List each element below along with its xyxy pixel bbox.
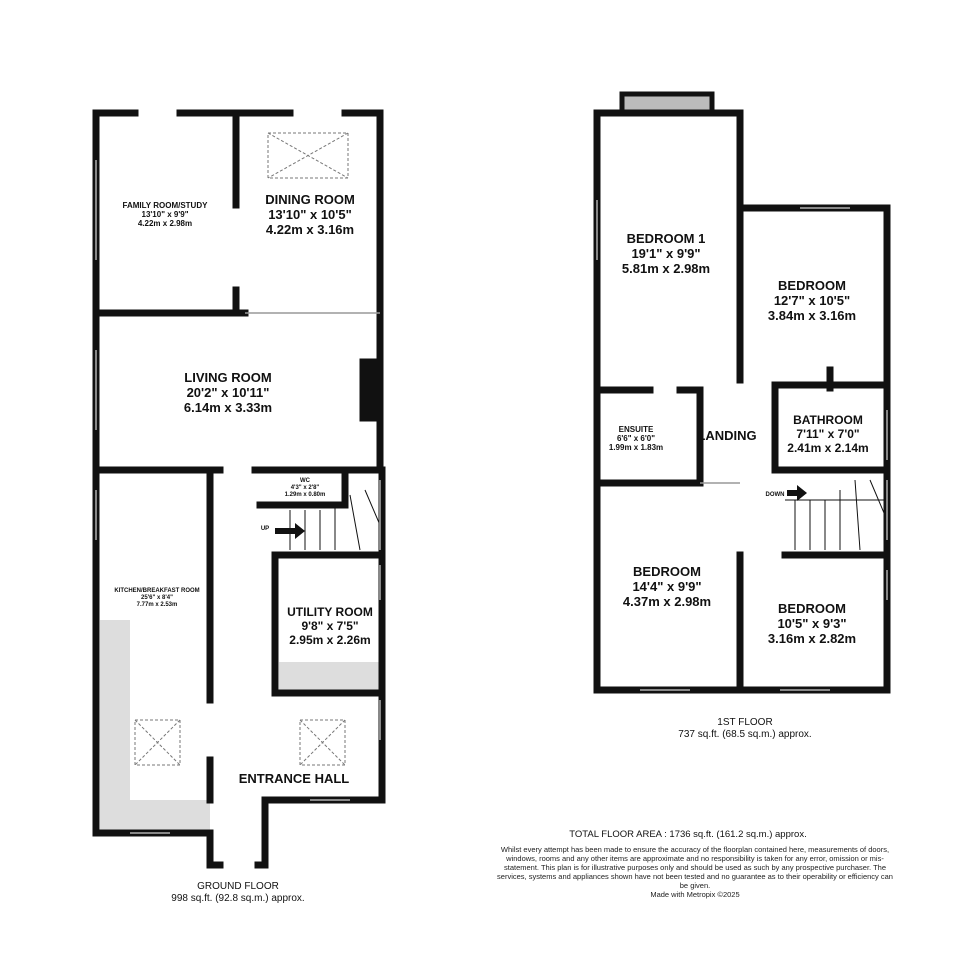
room-kitchen: KITCHEN/BREAKFAST ROOM 25'6" x 8'4" 7.77… [114, 588, 199, 609]
first-floor-caption: 1ST FLOOR 737 sq.ft. (68.5 sq.m.) approx… [678, 717, 811, 740]
room-name: BEDROOM [778, 278, 846, 293]
floor-area: 998 sq.ft. (92.8 sq.m.) approx. [171, 892, 305, 904]
fixtures [100, 91, 715, 830]
room-imperial: 9'8" x 7'5" [301, 618, 359, 633]
room-name: BATHROOM [793, 413, 863, 427]
room-entrance-hall: ENTRANCE HALL [238, 771, 350, 787]
room-living-room: LIVING ROOM 20'2" x 10'11" 6.14m x 3.33m [183, 370, 273, 416]
room-imperial: 19'1" x 9'9" [631, 245, 701, 261]
room-ensuite: ENSUITE 6'6" x 6'0" 1.99m x 1.83m [609, 425, 663, 453]
room-metric: 3.16m x 2.82m [767, 630, 857, 646]
room-name: FAMILY ROOM/STUDY [122, 201, 208, 210]
room-bedroom-4: BEDROOM 10'5" x 9'3" 3.16m x 2.82m [767, 601, 857, 647]
floor-area: 737 sq.ft. (68.5 sq.m.) approx. [678, 728, 812, 740]
room-bathroom: BATHROOM 7'11" x 7'0" 2.41m x 2.14m [787, 413, 869, 455]
room-bedroom-3: BEDROOM 14'4" x 9'9" 4.37m x 2.98m [622, 564, 712, 610]
room-bedroom-2: BEDROOM 12'7" x 10'5" 3.84m x 3.16m [767, 278, 857, 324]
room-landing: LANDING [697, 428, 757, 443]
room-imperial: 10'5" x 9'3" [777, 615, 847, 631]
kitchen-counter-bottom [100, 800, 210, 830]
room-metric: 2.41m x 2.14m [787, 440, 869, 455]
room-metric: 5.81m x 2.98m [621, 260, 711, 276]
room-name: BEDROOM 1 [626, 231, 706, 246]
room-metric: 4.22m x 2.98m [137, 219, 193, 229]
room-name: LIVING ROOM [184, 370, 272, 385]
floor-title: GROUND FLOOR [197, 881, 279, 892]
room-name: ENTRANCE HALL [238, 771, 350, 786]
room-name: ENSUITE [618, 425, 654, 434]
room-imperial: 6'6" x 6'0" [616, 434, 656, 444]
disclaimer-text: Whilst every attempt has been made to en… [497, 845, 893, 890]
room-metric: 6.14m x 3.33m [183, 399, 273, 415]
room-imperial: 4'3" x 2'8" [290, 484, 320, 491]
down-arrow-icon [787, 485, 807, 501]
utility-counter [279, 662, 379, 690]
room-metric: 7.77m x 2.53m [136, 601, 178, 608]
room-imperial: 25'6" x 8'4" [141, 594, 173, 601]
room-metric: 3.84m x 3.16m [767, 307, 857, 323]
room-metric: 4.37m x 2.98m [622, 593, 712, 609]
room-imperial: 13'10" x 9'9" [141, 210, 189, 220]
room-name: BEDROOM [633, 564, 701, 579]
room-wc: WC 4'3" x 2'8" 1.29m x 0.80m [285, 478, 326, 499]
walls [92, 109, 891, 869]
light-walls [245, 312, 740, 484]
disclaimer: Whilst every attempt has been made to en… [495, 845, 895, 899]
room-metric: 1.99m x 1.83m [608, 443, 664, 453]
room-bedroom-1: BEDROOM 1 19'1" x 9'9" 5.81m x 2.98m [621, 231, 711, 277]
room-name: UTILITY ROOM [287, 605, 373, 619]
room-family-room: FAMILY ROOM/STUDY 13'10" x 9'9" 4.22m x … [123, 201, 208, 229]
room-name: WC [299, 478, 310, 484]
credit-text: Made with Metropix ©2025 [650, 890, 740, 899]
stairs-up-label: UP [260, 526, 270, 532]
ground-floor-caption: GROUND FLOOR 998 sq.ft. (92.8 sq.m.) app… [171, 881, 304, 904]
room-metric: 4.22m x 3.16m [265, 221, 355, 237]
kitchen-counter-side [100, 620, 130, 830]
room-name: KITCHEN/BREAKFAST ROOM [114, 588, 200, 594]
skylights [134, 132, 349, 766]
windows [95, 160, 888, 834]
total-floor-area: TOTAL FLOOR AREA : 1736 sq.ft. (161.2 sq… [569, 829, 807, 840]
room-imperial: 13'10" x 10'5" [268, 206, 352, 222]
stairs-down-label: DOWN [765, 492, 785, 498]
room-name: DINING ROOM [265, 192, 355, 207]
room-dining-room: DINING ROOM 13'10" x 10'5" 4.22m x 3.16m [265, 192, 355, 238]
room-utility-room: UTILITY ROOM 9'8" x 7'5" 2.95m x 2.26m [287, 605, 373, 647]
room-imperial: 20'2" x 10'11" [186, 384, 270, 400]
room-imperial: 14'4" x 9'9" [632, 578, 702, 594]
floor-title: 1ST FLOOR [717, 717, 773, 728]
room-metric: 1.29m x 0.80m [284, 491, 326, 498]
room-name: BEDROOM [778, 601, 846, 616]
up-arrow-icon [275, 523, 305, 539]
room-imperial: 7'11" x 7'0" [796, 426, 860, 441]
room-imperial: 12'7" x 10'5" [773, 292, 851, 308]
room-metric: 2.95m x 2.26m [289, 632, 371, 647]
